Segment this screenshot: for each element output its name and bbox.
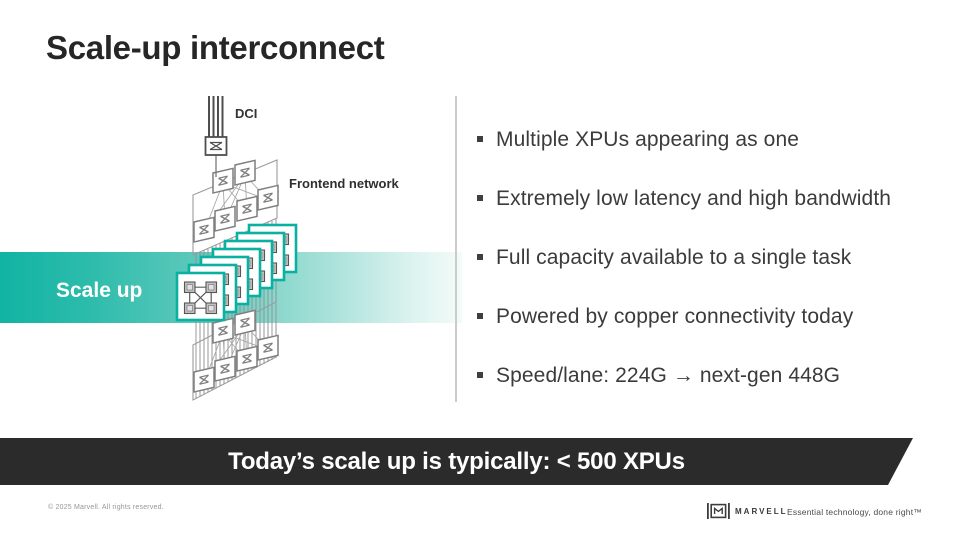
list-item: Multiple XPUs appearing as one bbox=[477, 128, 937, 152]
square-bullet-icon bbox=[477, 254, 483, 260]
bullet-text: Speed/lane: 224G → next-gen 448G bbox=[496, 364, 841, 387]
marvell-wordmark: MARVELL bbox=[735, 506, 788, 516]
bullet-text: Full capacity available to a single task bbox=[496, 246, 852, 269]
frontend-network-label: Frontend network bbox=[289, 176, 399, 191]
crossbar-switch-icon bbox=[214, 355, 236, 382]
marvell-logo: MARVELL bbox=[707, 503, 788, 519]
page-title: Scale-up interconnect bbox=[46, 29, 385, 66]
crossbar-switch-icon bbox=[193, 216, 215, 243]
dci-label: DCI bbox=[235, 106, 258, 121]
list-item: Full capacity available to a single task bbox=[477, 246, 937, 270]
takeaway-text: Today’s scale up is typically: < 500 XPU… bbox=[228, 447, 685, 475]
takeaway-banner: Today’s scale up is typically: < 500 XPU… bbox=[0, 438, 913, 485]
bullet-text: Extremely low latency and high bandwidth bbox=[496, 187, 892, 210]
crossbar-switch-icon bbox=[257, 334, 279, 361]
crossbar-switch-icon bbox=[236, 345, 258, 372]
vertical-divider bbox=[455, 96, 457, 402]
bullet-text: Powered by copper connectivity today bbox=[496, 305, 854, 328]
crossbar-switch-icon bbox=[209, 141, 223, 151]
bullet-text: Multiple XPUs appearing as one bbox=[496, 128, 800, 151]
crossbar-switch-icon bbox=[214, 205, 236, 232]
brand-tagline: Essential technology, done right™ bbox=[787, 507, 922, 517]
crossbar-switch-icon bbox=[193, 366, 215, 393]
crossbar-switch-icon bbox=[257, 184, 279, 211]
marvell-logo-icon bbox=[707, 503, 730, 519]
crossbar-switch-icon bbox=[234, 159, 256, 186]
bullet-list: Multiple XPUs appearing as one Extremely… bbox=[477, 128, 937, 388]
square-bullet-icon bbox=[477, 313, 483, 319]
square-bullet-icon bbox=[477, 136, 483, 142]
crossbar-switch-icon bbox=[236, 195, 258, 222]
list-item: Powered by copper connectivity today bbox=[477, 305, 937, 329]
scale-up-label: Scale up bbox=[56, 279, 143, 302]
dci-cables-icon bbox=[208, 96, 224, 137]
crossbar-switch-icon bbox=[212, 167, 234, 194]
square-bullet-icon bbox=[477, 195, 483, 201]
list-item: Speed/lane: 224G → next-gen 448G bbox=[477, 364, 937, 388]
copyright-text: © 2025 Marvell. All rights reserved. bbox=[48, 504, 164, 511]
frontend-network-plane bbox=[192, 159, 279, 256]
list-item: Extremely low latency and high bandwidth bbox=[477, 187, 937, 211]
dci-switch bbox=[204, 96, 228, 177]
square-bullet-icon bbox=[477, 372, 483, 378]
